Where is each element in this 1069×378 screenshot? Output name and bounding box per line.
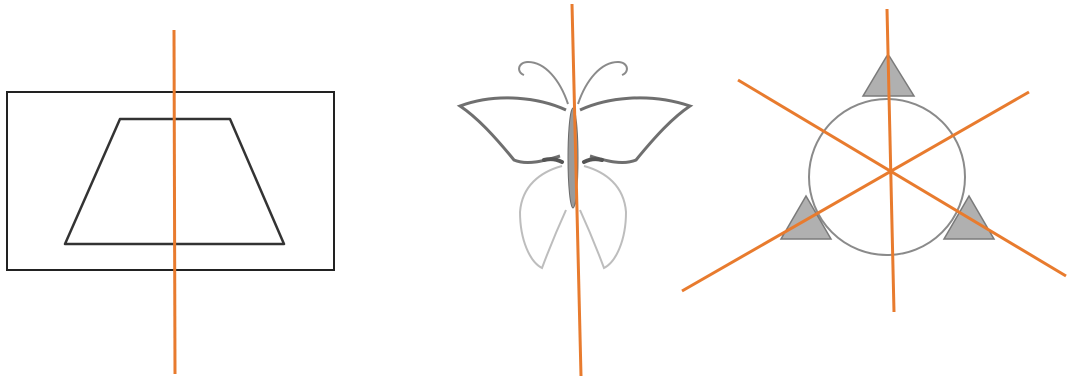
left-lower-wing [520, 166, 566, 268]
right-lower-wing [580, 166, 626, 268]
figure-butterfly [460, 4, 690, 376]
symmetry-axis-diagonal-1 [738, 80, 1066, 276]
symmetry-axis-diagonal-2 [682, 92, 1029, 291]
left-wing-accent [544, 159, 562, 162]
figure-rectangle-trapezoid [7, 30, 334, 374]
symmetry-axis-vertical [174, 30, 175, 374]
symmetry-axis-vertical-3 [887, 9, 894, 312]
figure-circle-triangles [682, 9, 1066, 312]
left-upper-wing [460, 98, 566, 163]
triangle-bottom-left [781, 196, 831, 239]
right-wing-accent [584, 159, 602, 162]
right-upper-wing [580, 98, 690, 163]
circle [809, 99, 965, 255]
